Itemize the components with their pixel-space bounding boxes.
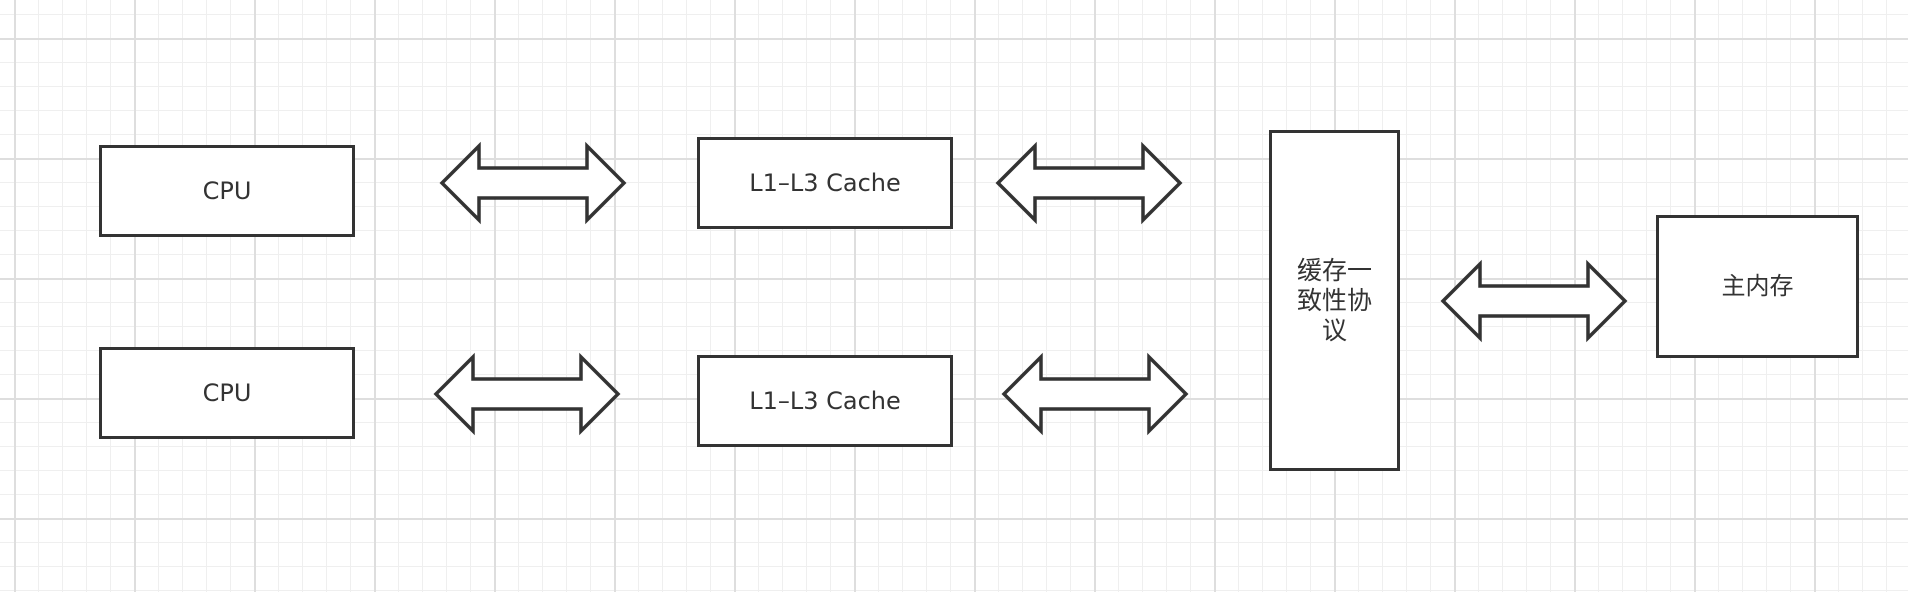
double-arrow-shape bbox=[433, 352, 621, 436]
double-arrow-cache-coherence-bottom bbox=[1001, 352, 1189, 436]
cache-box-top: L1–L3 Cache bbox=[697, 137, 953, 229]
double-arrow-cpu-cache-bottom bbox=[433, 352, 621, 436]
cache-label-top: L1–L3 Cache bbox=[749, 168, 901, 197]
double-arrow-cpu-cache-top bbox=[439, 141, 627, 225]
double-arrow-shape bbox=[1440, 259, 1628, 343]
main-memory-label: 主内存 bbox=[1721, 272, 1794, 301]
cache-label-bottom: L1–L3 Cache bbox=[749, 386, 901, 415]
cpu-label-bottom: CPU bbox=[202, 378, 252, 407]
double-arrow-shape bbox=[995, 141, 1183, 225]
cpu-label-top: CPU bbox=[202, 176, 252, 205]
cache-box-bottom: L1–L3 Cache bbox=[697, 355, 953, 447]
double-arrow-cache-coherence-top bbox=[995, 141, 1183, 225]
cpu-box-top: CPU bbox=[99, 145, 355, 237]
cpu-box-bottom: CPU bbox=[99, 347, 355, 439]
double-arrow-coherence-memory bbox=[1440, 259, 1628, 343]
cache-coherence-protocol-label: 缓存一致性协议 bbox=[1296, 255, 1372, 345]
double-arrow-shape bbox=[439, 141, 627, 225]
cache-coherence-protocol-box: 缓存一致性协议 bbox=[1269, 130, 1400, 471]
double-arrow-shape bbox=[1001, 352, 1189, 436]
main-memory-box: 主内存 bbox=[1656, 215, 1859, 358]
